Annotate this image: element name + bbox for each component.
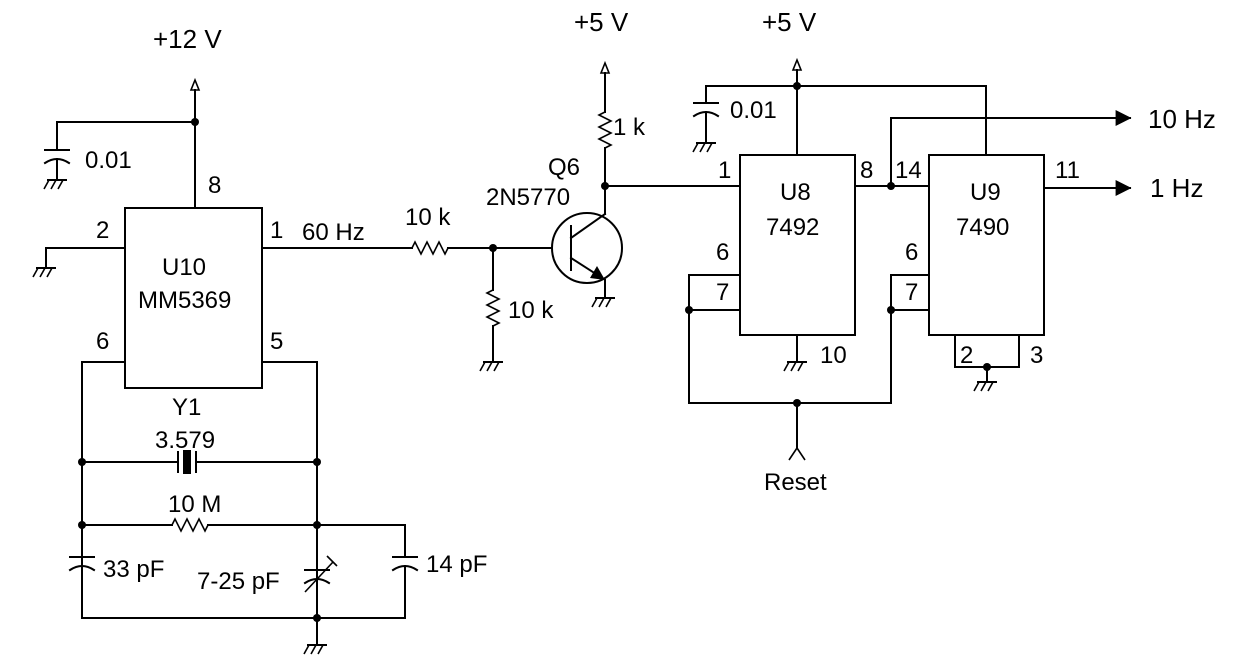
u9-pin2: 2: [960, 342, 973, 369]
bypass-cap-u8-label: 0.01: [730, 97, 777, 124]
c-left-label: 33 pF: [103, 556, 164, 583]
supply-12v-arrow-icon: [189, 77, 201, 91]
u8-part: 7492: [766, 214, 819, 241]
bypass-cap-u10-label: 0.01: [85, 147, 132, 174]
u10-pin2: 2: [96, 217, 109, 244]
ground-icon: [32, 267, 57, 278]
u10-section: +12 V 0.01 U10 MM5369 8 2 1 6 5 Y1 3.579: [32, 24, 487, 655]
r-series-icon: [411, 240, 449, 256]
counter-section: +5 V 0.01 U8 7492 1 8 6 7 10 10: [685, 7, 1216, 496]
u8-ref: U8: [780, 179, 811, 206]
r-shunt-label: 10 k: [508, 297, 554, 324]
supply-5v-arrow-icon: [599, 60, 611, 74]
q6-part: 2N5770: [486, 184, 570, 211]
supply-5v-transistor-label: +5 V: [574, 7, 629, 37]
u10-pin8: 8: [208, 172, 221, 199]
r-feedback-icon: [171, 517, 209, 533]
output-10hz-label: 10 Hz: [1148, 104, 1216, 134]
u10-pin1: 1: [270, 217, 283, 244]
c-trimmer-label: 7-25 pF: [197, 568, 280, 595]
r-feedback-label: 10 M: [168, 491, 221, 518]
u9-ref: U9: [970, 179, 1001, 206]
u9-pin7: 7: [905, 279, 918, 306]
r-shunt-icon: [485, 289, 501, 327]
u8-pin10: 10: [820, 342, 847, 369]
supply-5v-arrow-icon: [791, 57, 803, 71]
u8-chip: [739, 154, 856, 336]
u9-pin3: 3: [1030, 342, 1043, 369]
u10-pin5: 5: [270, 328, 283, 355]
u10-chip: [124, 207, 263, 389]
output-1hz-label: 1 Hz: [1150, 173, 1203, 203]
u9-part: 7490: [956, 214, 1009, 241]
reset-input-icon: [788, 446, 806, 461]
u9-pin6: 6: [905, 239, 918, 266]
c-right-label: 14 pF: [426, 551, 487, 578]
u10-pin6: 6: [96, 328, 109, 355]
ground-icon: [479, 361, 504, 372]
crystal-ref: Y1: [172, 394, 201, 421]
crystal-value: 3.579: [155, 427, 215, 454]
u8-pin1: 1: [718, 157, 731, 184]
transistor-stage: 60 Hz 10 k 10 k Q6 2N5770 +5 V 1 k: [261, 7, 741, 372]
u9-chip: [928, 154, 1045, 336]
u8-pin8: 8: [860, 157, 873, 184]
u9-pin11: 11: [1055, 157, 1080, 184]
u8-pin7: 7: [716, 279, 729, 306]
r-collector-label: 1 k: [613, 114, 646, 141]
u8-pin6: 6: [716, 239, 729, 266]
r-series-label: 10 k: [405, 204, 451, 231]
ground-icon: [973, 381, 998, 392]
q6-ref: Q6: [548, 154, 580, 181]
ground-icon: [303, 644, 328, 655]
ground-icon: [43, 179, 68, 190]
ground-icon: [591, 297, 616, 308]
supply-12v-label: +12 V: [153, 24, 222, 54]
supply-5v-counters-label: +5 V: [762, 7, 817, 37]
u9-pin14: 14: [895, 157, 922, 184]
r-collector-icon: [597, 111, 613, 149]
u10-output-label: 60 Hz: [302, 219, 365, 246]
reset-label: Reset: [764, 469, 827, 496]
ground-icon: [783, 361, 808, 372]
u10-ref: U10: [162, 254, 206, 281]
ground-icon: [692, 142, 717, 153]
q6-transistor-icon: [551, 212, 623, 284]
u10-part: MM5369: [138, 287, 231, 314]
